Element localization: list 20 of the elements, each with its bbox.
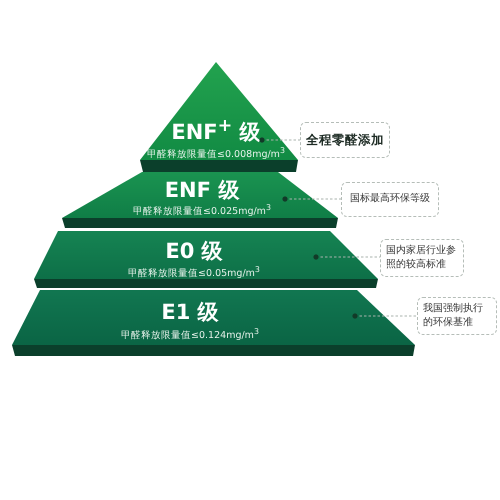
leader-line xyxy=(352,313,418,319)
leader-line xyxy=(259,137,300,143)
callout-text: 我国强制执行的环保基准 xyxy=(423,302,484,330)
callout-box xyxy=(341,182,439,217)
callout-box xyxy=(300,122,390,158)
grade-title: E1 级 xyxy=(161,299,219,326)
grade-title: E0 级 xyxy=(165,238,223,265)
limit-value-text: 甲醛释放限量值≤0.008mg/m$^{3}$ xyxy=(147,146,285,162)
limit-value-text: 甲醛释放限量值≤0.05mg/m$^{3}$ xyxy=(128,265,260,280)
callout-box xyxy=(417,297,497,335)
callout-text: 国内家居行业参照的较高标准 xyxy=(386,244,457,272)
limit-value-text: 甲醛释放限量值≤0.124mg/m$^{3}$ xyxy=(121,327,259,342)
callout-box xyxy=(380,239,464,277)
callout-text: 国标最高环保等级 xyxy=(350,192,430,206)
leader-line xyxy=(313,254,380,260)
callout-text: 全程零醛添加 xyxy=(306,130,384,149)
grade-title: ENF 级 xyxy=(164,177,240,204)
grade-title: ENF$^{+}$ 级 xyxy=(171,116,261,146)
leader-line xyxy=(282,196,342,202)
limit-value-text: 甲醛释放限量值≤0.025mg/m$^{3}$ xyxy=(133,203,271,218)
